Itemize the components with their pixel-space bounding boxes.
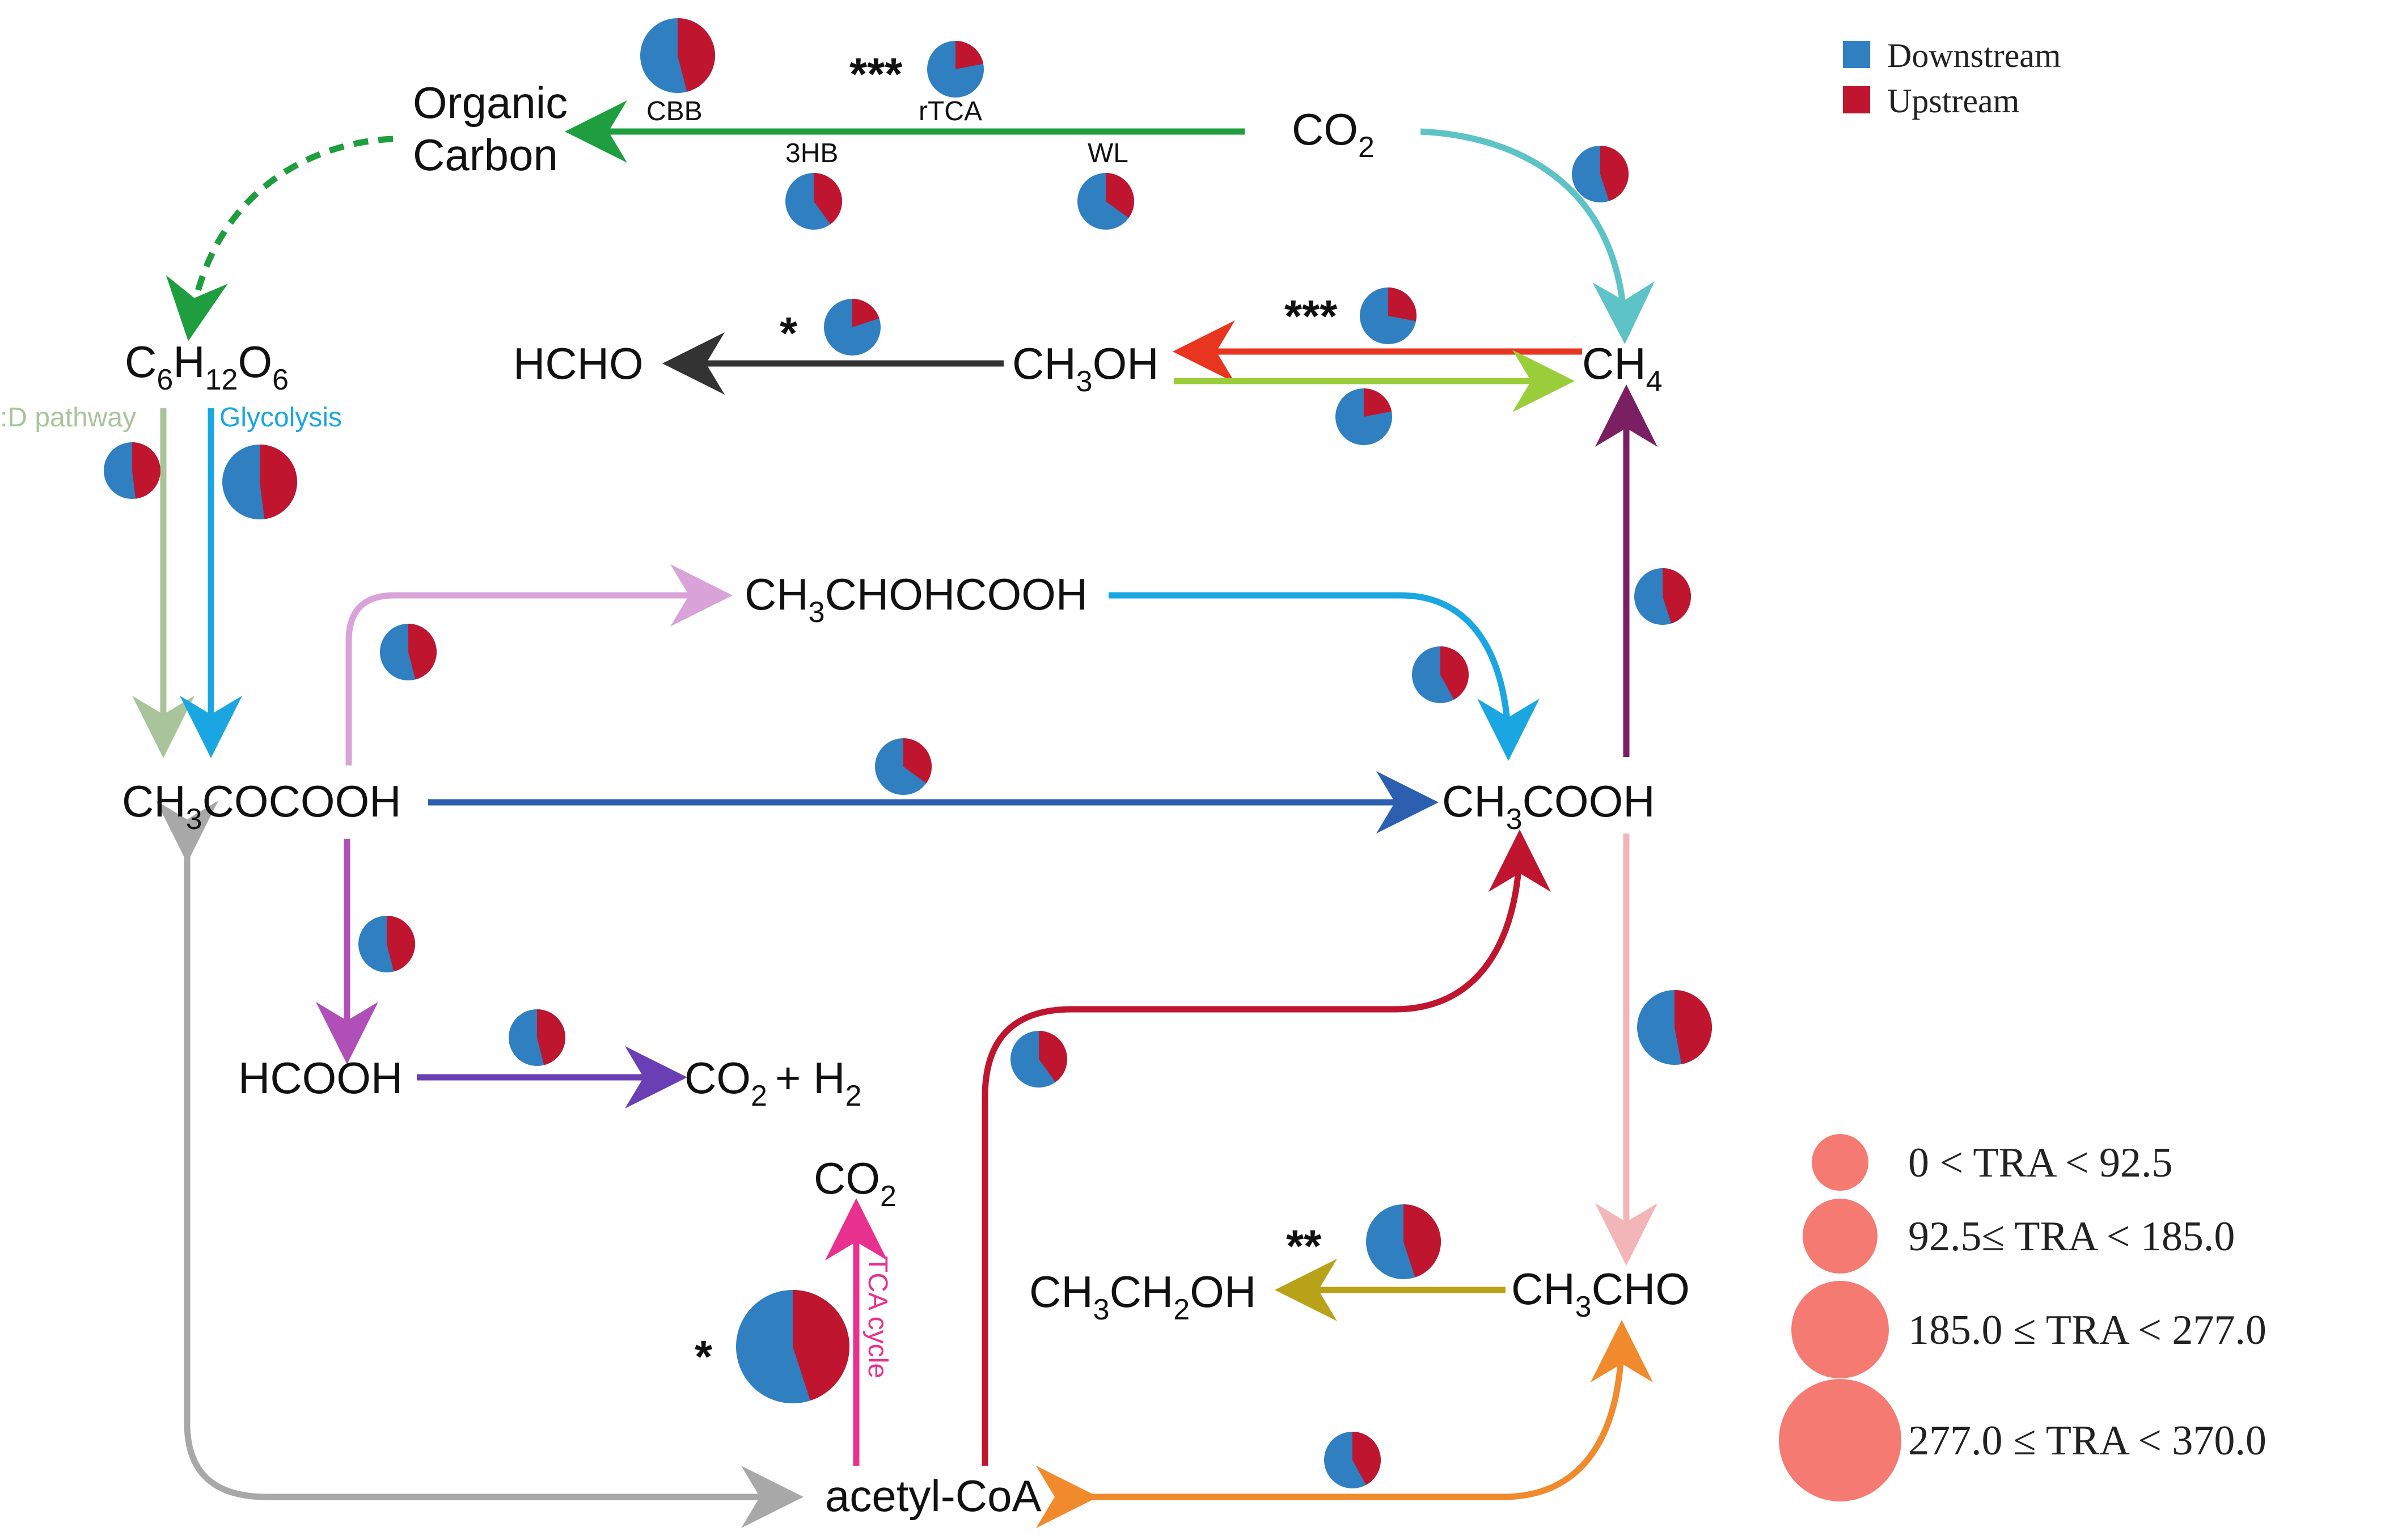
arrow-acetylcoa-acetaldehyde: [1036, 1320, 1653, 1528]
pie-hcho-upstream-slice: [852, 299, 880, 327]
tra-circle-1: [1812, 1134, 1868, 1191]
legend-swatch-upstream: [1843, 86, 1870, 113]
pie-ethanol-upstream-slice: [1403, 1204, 1441, 1277]
pie-cbb-upstream-slice: [678, 18, 716, 92]
legend-label-downstream: Downstream: [1887, 37, 2061, 74]
node-acetate: CH3COOH: [1442, 776, 1655, 836]
node-acetyl-coa: acetyl-CoA: [825, 1471, 1041, 1521]
sig-methane-oxidation: ***: [1284, 291, 1338, 341]
pie-lactate-acetate-upstream-slice: [1440, 646, 1469, 700]
tra-label-4: 277.0 ≤ TRA < 370.0: [1908, 1418, 2267, 1464]
sig-ethanol: **: [1286, 1221, 1322, 1271]
tra-legend: 0 < TRA < 92.5 92.5≤ TRA < 185.0 185.0 ≤…: [1779, 1134, 2267, 1501]
pie-markers: [104, 18, 1712, 1488]
node-co2-tca: CO2: [814, 1153, 897, 1213]
node-formate: HCOOH: [238, 1053, 403, 1103]
sig-hcho: *: [780, 308, 798, 358]
pie-lactate-formation: [380, 624, 437, 680]
pie-tca-upstream-slice: [793, 1289, 850, 1401]
node-methane: CH4: [1582, 339, 1663, 398]
pie-lactate-formation-upstream-slice: [408, 624, 437, 680]
arrow-co2-ch4: [1420, 128, 1655, 344]
pie-acetate-ch4: [1634, 568, 1692, 625]
node-organic-carbon-line2: Carbon: [413, 130, 558, 180]
legend-swatch-downstream: [1843, 41, 1870, 68]
pie-pyruvate-acetate: [875, 738, 932, 795]
node-methanol: CH3OH: [1012, 339, 1159, 398]
label-glycolysis: Glycolysis: [219, 403, 342, 433]
pie-rtca-upstream-slice: [955, 41, 984, 69]
tra-label-1: 0 < TRA < 92.5: [1908, 1140, 2173, 1186]
pie-wl-upstream-slice: [1106, 173, 1134, 218]
arrows: [132, 100, 1657, 1528]
pie-co2-ch4-upstream-slice: [1600, 146, 1629, 201]
node-organic-carbon: Organic: [413, 78, 568, 128]
tra-circle-3: [1791, 1281, 1889, 1378]
pie-ethanol: [1366, 1204, 1441, 1279]
label-cbb: CBB: [646, 96, 703, 126]
tra-circle-2: [1803, 1199, 1878, 1274]
pie-acetylcoa-acetate: [1010, 1031, 1067, 1088]
pie-pyruvate-formate-upstream-slice: [387, 916, 415, 972]
node-lactate: CH3CHOHCOOH: [745, 569, 1088, 629]
pie-acetate-ch4-upstream-slice: [1663, 568, 1692, 624]
pie-lactate-acetate: [1412, 646, 1469, 703]
pie-glycolysis-upstream-slice: [260, 445, 298, 519]
pie-ed-upstream-slice: [132, 442, 160, 499]
pie-glycolysis: [222, 445, 298, 519]
legend-label-upstream: Upstream: [1887, 82, 2019, 120]
label-tca-cycle: TCA cycle: [862, 1256, 893, 1378]
sig-rtca: ***: [849, 49, 903, 99]
label-ed-pathway: :D pathway: [0, 403, 136, 433]
label-wl: WL: [1088, 138, 1128, 168]
pie-co2-ch4: [1572, 146, 1629, 202]
node-glucose: C6H12O6: [125, 337, 289, 396]
arrow-lactate-acetate: [1109, 592, 1540, 761]
node-hcho: HCHO: [513, 339, 644, 388]
arrow-pyruvate-lactate: [345, 564, 733, 765]
sig-tca: *: [695, 1331, 713, 1382]
arrow-pyruvate-acetylcoa: [156, 801, 804, 1528]
label-3hb: 3HB: [785, 138, 838, 168]
tra-label-2: 92.5≤ TRA < 185.0: [1908, 1213, 2235, 1260]
pathway-labels: CBB rTCA 3HB WL :D pathway Glycolysis TC…: [0, 96, 1128, 1378]
pie-ch3oh-ch4: [1335, 388, 1392, 445]
pie-acetylcoa-acetaldehyde: [1324, 1432, 1381, 1488]
node-acetaldehyde: CH3CHO: [1511, 1264, 1690, 1323]
arrow-acetylcoa-acetate: [982, 830, 1551, 1466]
pie-rtca: [927, 41, 984, 98]
tra-label-3: 185.0 ≤ TRA < 277.0: [1908, 1307, 2267, 1353]
direction-legend: Downstream Upstream: [1843, 37, 2061, 120]
pie-3hb: [785, 173, 842, 230]
significance-marks: *** *** * ** *: [695, 49, 1338, 1382]
pie-3hb-upstream-slice: [814, 173, 842, 225]
node-pyruvate: CH3COCOOH: [122, 776, 401, 836]
node-co2-top: CO2: [1292, 104, 1375, 164]
pie-formate-co2: [509, 1009, 566, 1066]
pie-acetate-acetaldehyde: [1637, 990, 1712, 1065]
pie-wl: [1077, 173, 1134, 230]
pie-ch4-ch3oh: [1360, 287, 1417, 344]
pie-tca: [736, 1289, 850, 1403]
tra-circle-4: [1779, 1379, 1901, 1501]
pie-acetylcoa-acetaldehyde-upstream-slice: [1352, 1432, 1381, 1485]
pie-pyruvate-formate: [358, 916, 415, 972]
pie-ch4-ch3oh-upstream-slice: [1388, 287, 1417, 321]
pie-acetylcoa-acetate-upstream-slice: [1039, 1031, 1067, 1082]
label-rtca: rTCA: [919, 96, 982, 126]
pie-ed: [104, 442, 160, 499]
pie-ch3oh-ch4-upstream-slice: [1364, 388, 1392, 417]
pie-pyruvate-acetate-upstream-slice: [903, 738, 932, 784]
pie-hcho: [824, 299, 881, 356]
pie-acetate-acetaldehyde-upstream-slice: [1675, 990, 1712, 1064]
pie-cbb: [640, 18, 716, 93]
node-co2-h2: CO2+ H2: [684, 1053, 861, 1112]
arrow-organic-carbon-glucose: [166, 136, 394, 341]
pie-formate-co2-upstream-slice: [537, 1009, 566, 1065]
nodes: Organic Carbon CO2 C6H12O6 HCHO CH3OH CH…: [122, 78, 1690, 1521]
node-ethanol: CH3CH2OH: [1029, 1267, 1256, 1326]
